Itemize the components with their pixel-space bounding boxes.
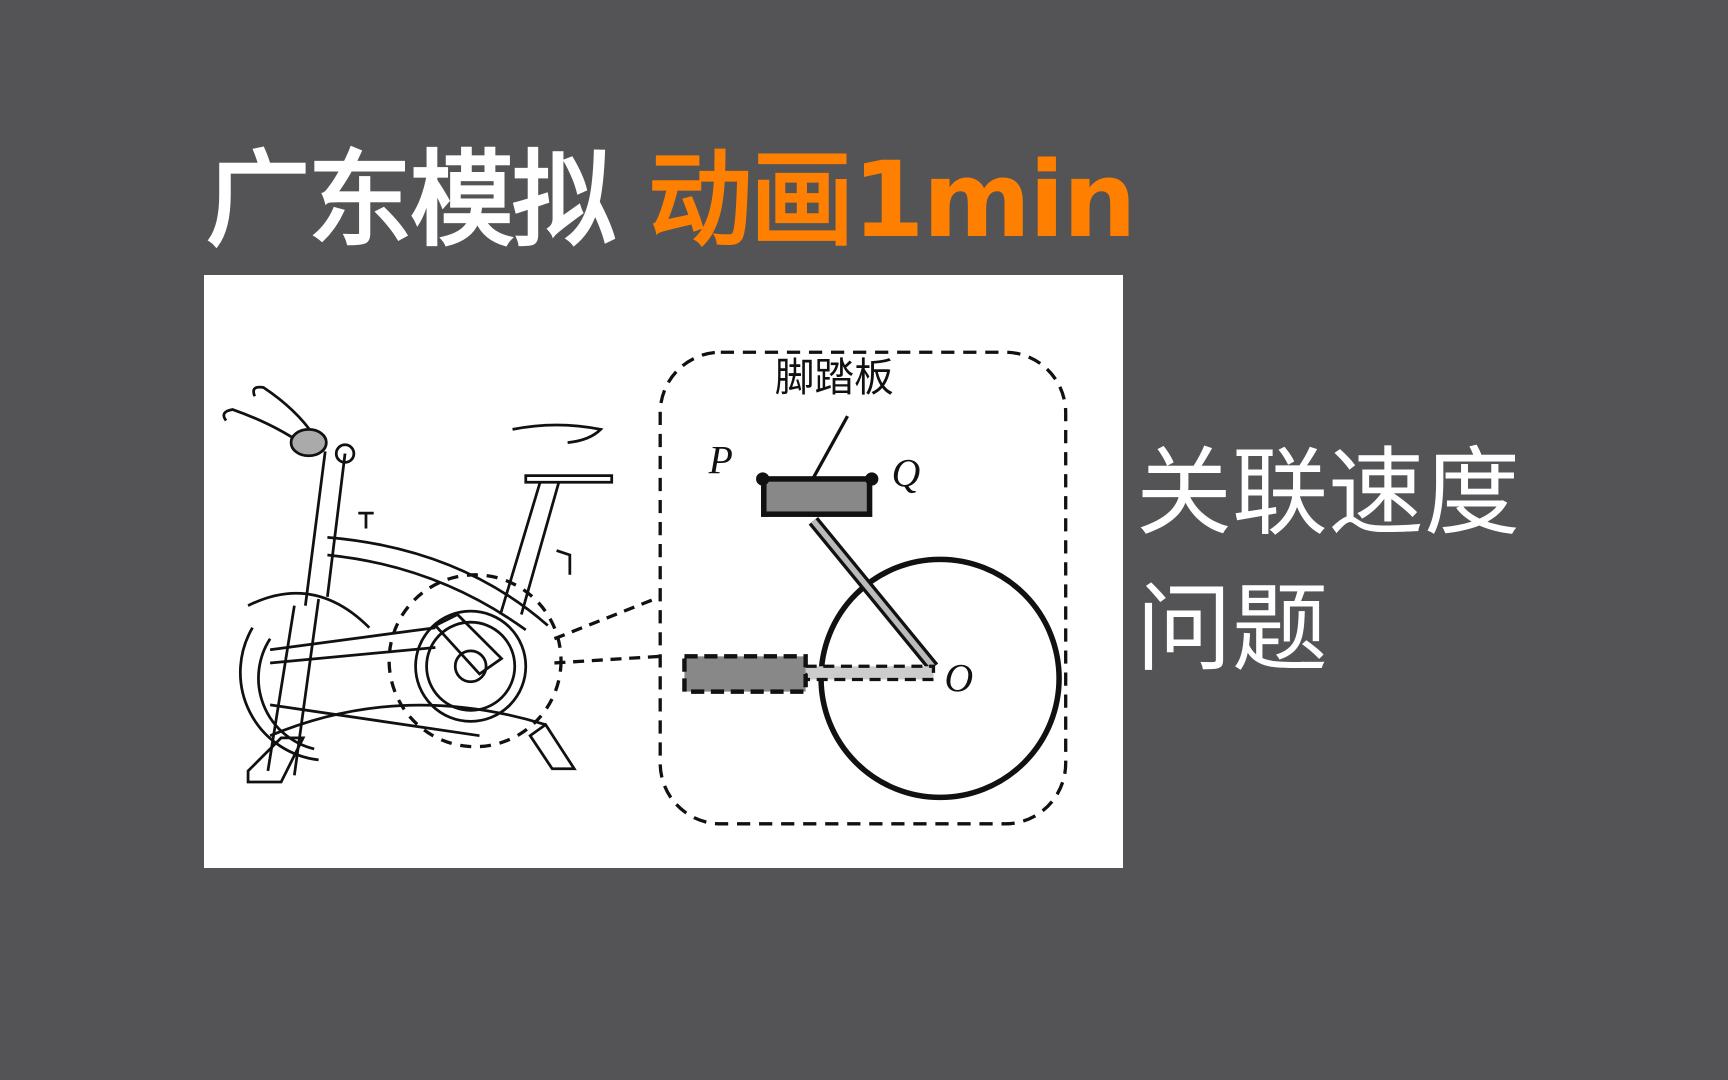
exercise-bike-illustration: 脚踏板 P Q O: [222, 350, 1068, 826]
pedal-label: 脚踏板: [775, 355, 894, 401]
pedal-top: [761, 476, 873, 517]
exercise-bike-icon: [222, 385, 614, 784]
topic-subtitle: 关联速度 问题: [1136, 425, 1520, 697]
subtitle-line-1: 关联速度: [1136, 437, 1520, 549]
point-q-label: Q: [892, 452, 921, 496]
title-region: 广东模拟: [206, 139, 649, 261]
pedal-dashed: [682, 654, 808, 694]
title-animation-duration: 动画1min: [648, 139, 1136, 261]
bike-diagram-panel: 脚踏板 P Q O: [204, 275, 1123, 868]
page-title: 广东模拟 动画1min: [206, 148, 1137, 252]
zoom-inset-frame: [658, 350, 1068, 826]
point-o-label: O: [944, 657, 973, 701]
subtitle-line-2: 问题: [1136, 573, 1328, 685]
point-p-label: P: [708, 438, 733, 482]
